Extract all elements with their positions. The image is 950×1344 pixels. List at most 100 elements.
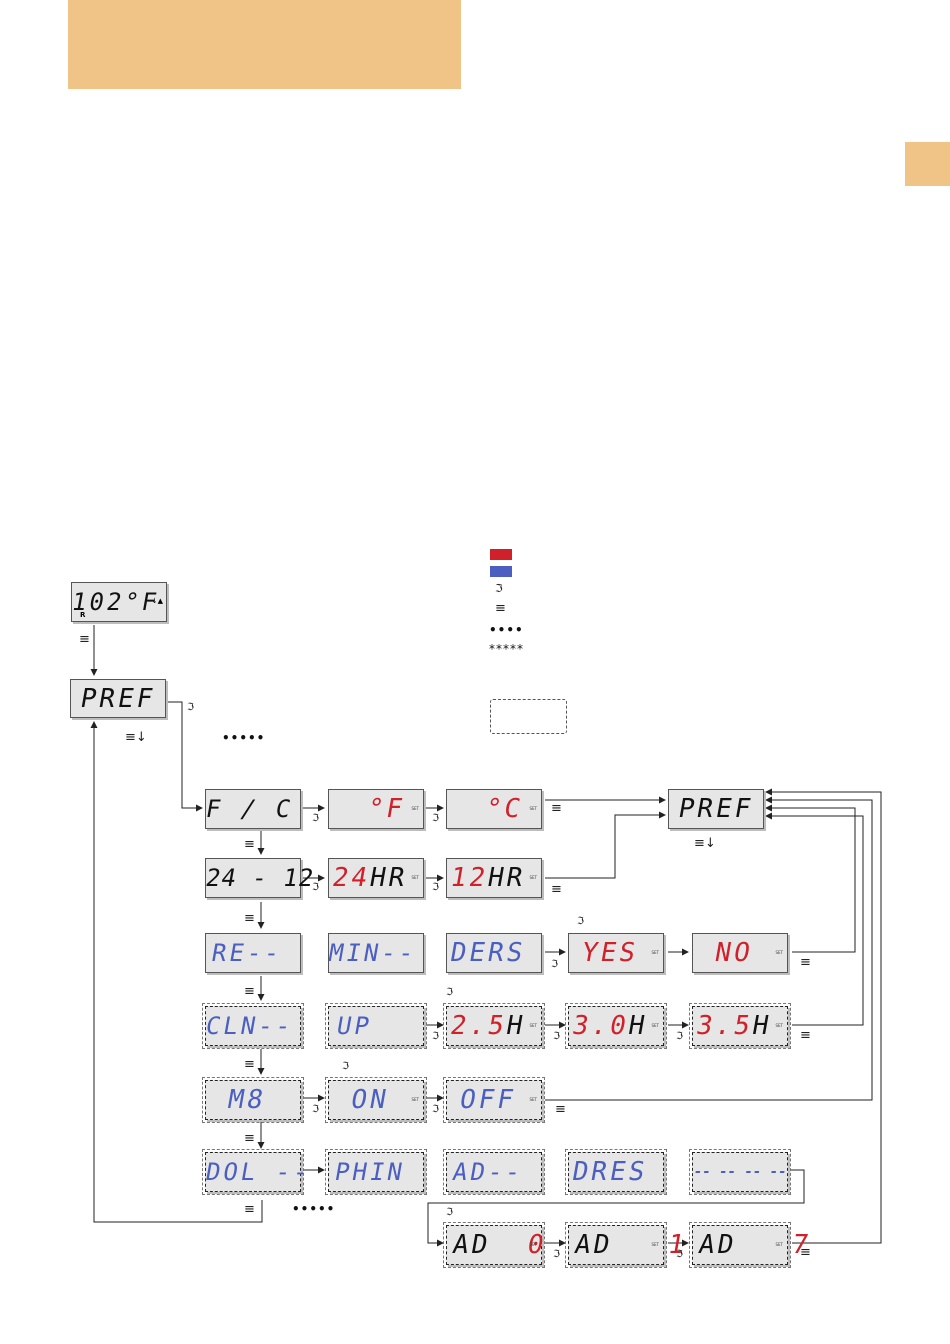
yes-display: YES SET bbox=[568, 933, 664, 973]
set-label: SET bbox=[651, 1241, 659, 1247]
cln-display: CLN-- bbox=[202, 1003, 304, 1049]
ad-text: AD-- bbox=[450, 1158, 526, 1186]
pref-display: PREF bbox=[70, 679, 166, 718]
button-icon: ℑ bbox=[432, 882, 439, 893]
legend-blue-swatch bbox=[490, 566, 512, 577]
menu-down-icon: ≡↓ bbox=[694, 836, 716, 851]
menu-icon: ≡ bbox=[800, 1028, 811, 1043]
ders-display: DERS bbox=[446, 933, 542, 973]
h30-unit: H bbox=[626, 1011, 650, 1041]
no-display: NO SET bbox=[692, 933, 788, 973]
set-label: SET bbox=[651, 1022, 659, 1028]
ad7-value: AD 7 bbox=[696, 1230, 813, 1260]
pref-text: PREF bbox=[78, 683, 158, 714]
legend-stars: ***** bbox=[489, 642, 524, 656]
h30-value: 3.0H bbox=[566, 1011, 653, 1041]
hr24-value: 24HR bbox=[326, 863, 413, 893]
hr12-number: 12 bbox=[448, 863, 491, 893]
set-label: SET bbox=[529, 805, 537, 811]
button-icon: ℑ bbox=[432, 813, 439, 824]
button-icon: ℑ bbox=[551, 959, 558, 970]
set-label: SET bbox=[411, 805, 419, 811]
button-icon: ℑ bbox=[577, 916, 584, 927]
main-display: 102°F R ↓▲ bbox=[70, 582, 167, 622]
h30-number: 3.0 bbox=[570, 1011, 632, 1041]
button-icon: ℑ bbox=[553, 1031, 560, 1042]
hr12-unit: HR bbox=[485, 863, 528, 893]
hr24-unit: HR bbox=[367, 863, 410, 893]
fc-text: F / C bbox=[203, 795, 296, 823]
hr-format-text: 24 - 12 bbox=[203, 864, 317, 892]
set-label: SET bbox=[775, 949, 783, 955]
fahrenheit-text: °F bbox=[365, 794, 408, 824]
menu-down-icon: ≡↓ bbox=[125, 730, 147, 745]
set-label: SET bbox=[411, 1096, 419, 1102]
menu-icon: ≡ bbox=[244, 1131, 255, 1146]
menu-icon: ≡ bbox=[555, 1102, 566, 1117]
h35-number: 3.5 bbox=[694, 1011, 756, 1041]
ad0-value: AD 0 bbox=[450, 1230, 549, 1260]
button-icon: ℑ bbox=[312, 882, 319, 893]
ad1-display: AD 1 SET bbox=[565, 1222, 690, 1268]
m8-text: M8 bbox=[225, 1085, 269, 1115]
button-icon: ℑ bbox=[676, 1249, 683, 1260]
menu-icon: ≡ bbox=[551, 882, 562, 897]
min-display: MIN-- bbox=[326, 933, 424, 973]
main-r-label: R bbox=[80, 611, 86, 619]
menu-icon: ≡ bbox=[244, 911, 255, 926]
pref-right-display: PREF bbox=[668, 789, 764, 829]
no-text: NO bbox=[712, 938, 756, 968]
h25-display: 2.5H SET bbox=[443, 1003, 545, 1049]
ad0-label: AD bbox=[450, 1230, 493, 1260]
ad0-display: AD 0 SET bbox=[443, 1222, 549, 1268]
button-icon: ℑ bbox=[312, 813, 319, 824]
up-text: UP bbox=[334, 1012, 375, 1040]
yes-text: YES bbox=[579, 938, 641, 968]
up-display: UP bbox=[325, 1003, 427, 1049]
hr12-display: 12HR SET bbox=[446, 858, 542, 898]
dol-text: DOL -- bbox=[203, 1158, 314, 1186]
dres-text: DRES bbox=[570, 1157, 650, 1187]
legend-dashed-box bbox=[490, 699, 567, 734]
off-display: OFF SET bbox=[443, 1077, 545, 1123]
set-label: SET bbox=[775, 1022, 783, 1028]
legend-red-swatch bbox=[490, 549, 512, 560]
phin-display: PHIN bbox=[325, 1149, 427, 1195]
on-text: ON bbox=[348, 1085, 392, 1115]
re-text: RE-- bbox=[209, 939, 285, 967]
hr24-display: 24HR SET bbox=[328, 858, 424, 898]
celsius-text: °C bbox=[483, 794, 526, 824]
h35-display: 3.5H SET bbox=[689, 1003, 791, 1049]
menu-icon: ≡ bbox=[244, 837, 255, 852]
button-icon: ℑ bbox=[312, 1104, 319, 1115]
more-dots: ••••• bbox=[292, 1202, 336, 1216]
min-text: MIN-- bbox=[326, 939, 419, 967]
button-icon: ℑ bbox=[676, 1031, 683, 1042]
menu-icon: ≡ bbox=[244, 1057, 255, 1072]
more-dots: ••••• bbox=[222, 731, 266, 745]
main-arrows-icon: ↓▲ bbox=[151, 597, 163, 605]
button-icon: ℑ bbox=[553, 1249, 560, 1260]
legend-dots: •••• bbox=[489, 623, 524, 637]
hr12-value: 12HR bbox=[444, 863, 531, 893]
button-icon: ℑ bbox=[432, 1031, 439, 1042]
re-display: RE-- bbox=[205, 933, 301, 973]
button-icon: ℑ bbox=[446, 1207, 453, 1218]
h25-value: 2.5H bbox=[444, 1011, 531, 1041]
button-icon: ℑ bbox=[432, 1104, 439, 1115]
h25-number: 2.5 bbox=[448, 1011, 510, 1041]
legend-menu-icon: ≡ bbox=[495, 601, 506, 616]
fahrenheit-display: °F SET bbox=[328, 789, 424, 829]
h35-value: 3.5H bbox=[690, 1011, 777, 1041]
legend-button-icon: ℑ bbox=[495, 582, 503, 595]
cln-text: CLN-- bbox=[203, 1012, 296, 1040]
pref-right-text: PREF bbox=[676, 794, 756, 824]
set-label: SET bbox=[529, 874, 537, 880]
dres-display: DRES bbox=[565, 1149, 667, 1195]
button-icon: ℑ bbox=[187, 702, 194, 713]
ad1-label: AD bbox=[572, 1230, 615, 1260]
menu-icon: ≡ bbox=[244, 1202, 255, 1217]
button-icon: ℑ bbox=[446, 987, 453, 998]
h30-display: 3.0H SET bbox=[565, 1003, 667, 1049]
set-label: SET bbox=[775, 1241, 783, 1247]
